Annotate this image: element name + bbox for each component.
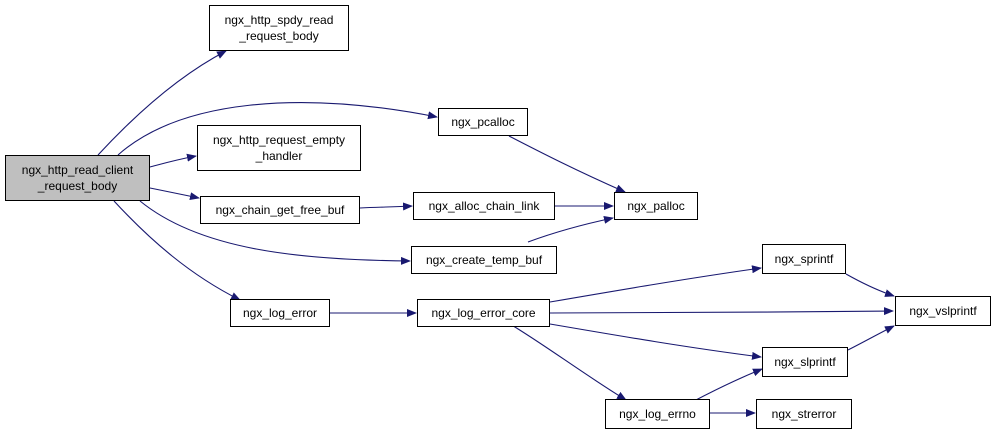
edge-root-to-request-empty (149, 153, 197, 168)
node-ngx-http-spdy-read-request-body[interactable]: ngx_http_spdy_read _request_body (209, 5, 349, 51)
edge-root-to-pcalloc (117, 102, 438, 156)
node-ngx-http-read-client-request-body[interactable]: ngx_http_read_client _request_body (5, 155, 150, 201)
node-label: ngx_strerror (771, 407, 837, 421)
node-ngx-alloc-chain-link[interactable]: ngx_alloc_chain_link (413, 192, 555, 220)
node-label: ngx_create_temp_buf (425, 253, 543, 267)
node-ngx-log-error[interactable]: ngx_log_error (230, 299, 330, 327)
node-label-line-2: _request_body (37, 179, 118, 193)
node-label: ngx_log_errno (619, 407, 696, 421)
node-label: ngx_sprintf (774, 252, 834, 266)
edge-log-error-core-to-log-errno (509, 323, 627, 401)
node-ngx-chain-get-free-buf[interactable]: ngx_chain_get_free_buf (200, 196, 360, 224)
node-label: ngx_slprintf (774, 355, 836, 369)
node-label-line-1: ngx_http_spdy_read (224, 13, 334, 27)
edge-root-to-log-error (113, 200, 241, 301)
node-ngx-pcalloc[interactable]: ngx_pcalloc (438, 108, 528, 136)
node-label: ngx_log_error (242, 306, 318, 320)
node-ngx-log-error-core[interactable]: ngx_log_error_core (417, 299, 550, 327)
node-label: ngx_vslprintf (909, 304, 977, 318)
node-ngx-strerror[interactable]: ngx_strerror (756, 399, 852, 429)
edge-sprintf-to-vslprintf (845, 273, 895, 297)
node-label: ngx_log_error_core (431, 306, 536, 320)
edge-log-error-core-to-slprintf (549, 323, 762, 360)
edge-chain-to-alloc-link (359, 202, 413, 211)
edge-root-to-spdy-read (97, 50, 227, 156)
edge-pcalloc-to-palloc (508, 135, 626, 193)
node-label-line-2: _handler (255, 149, 303, 163)
edge-log-error-core-to-vslprintf (549, 307, 894, 316)
node-label: ngx_pcalloc (451, 115, 515, 129)
node-ngx-palloc[interactable]: ngx_palloc (614, 192, 698, 220)
node-ngx-sprintf[interactable]: ngx_sprintf (762, 244, 846, 274)
node-ngx-vslprintf[interactable]: ngx_vslprintf (895, 296, 991, 326)
node-ngx-slprintf[interactable]: ngx_slprintf (762, 347, 848, 377)
node-label-line-1: ngx_http_request_empty (212, 133, 346, 147)
edge-log-error-core-to-sprintf (549, 265, 762, 303)
node-label: ngx_palloc (627, 199, 685, 213)
node-label-line-2: _request_body (239, 29, 319, 43)
edge-root-to-chain-get-free-buf (149, 187, 200, 201)
node-ngx-log-errno[interactable]: ngx_log_errno (605, 399, 710, 429)
node-label: ngx_alloc_chain_link (428, 199, 540, 213)
edge-create-temp-buf-to-palloc (527, 215, 614, 243)
node-label: ngx_chain_get_free_buf (215, 203, 345, 217)
edge-log-errno-to-slprintf (693, 368, 763, 402)
node-ngx-http-request-empty-handler[interactable]: ngx_http_request_empty _handler (197, 125, 361, 171)
node-label-line-1: ngx_http_read_client (21, 163, 134, 177)
node-ngx-create-temp-buf[interactable]: ngx_create_temp_buf (411, 246, 557, 274)
edge-slprintf-to-vslprintf (847, 325, 895, 351)
edge-root-to-create-temp-buf (139, 200, 411, 265)
